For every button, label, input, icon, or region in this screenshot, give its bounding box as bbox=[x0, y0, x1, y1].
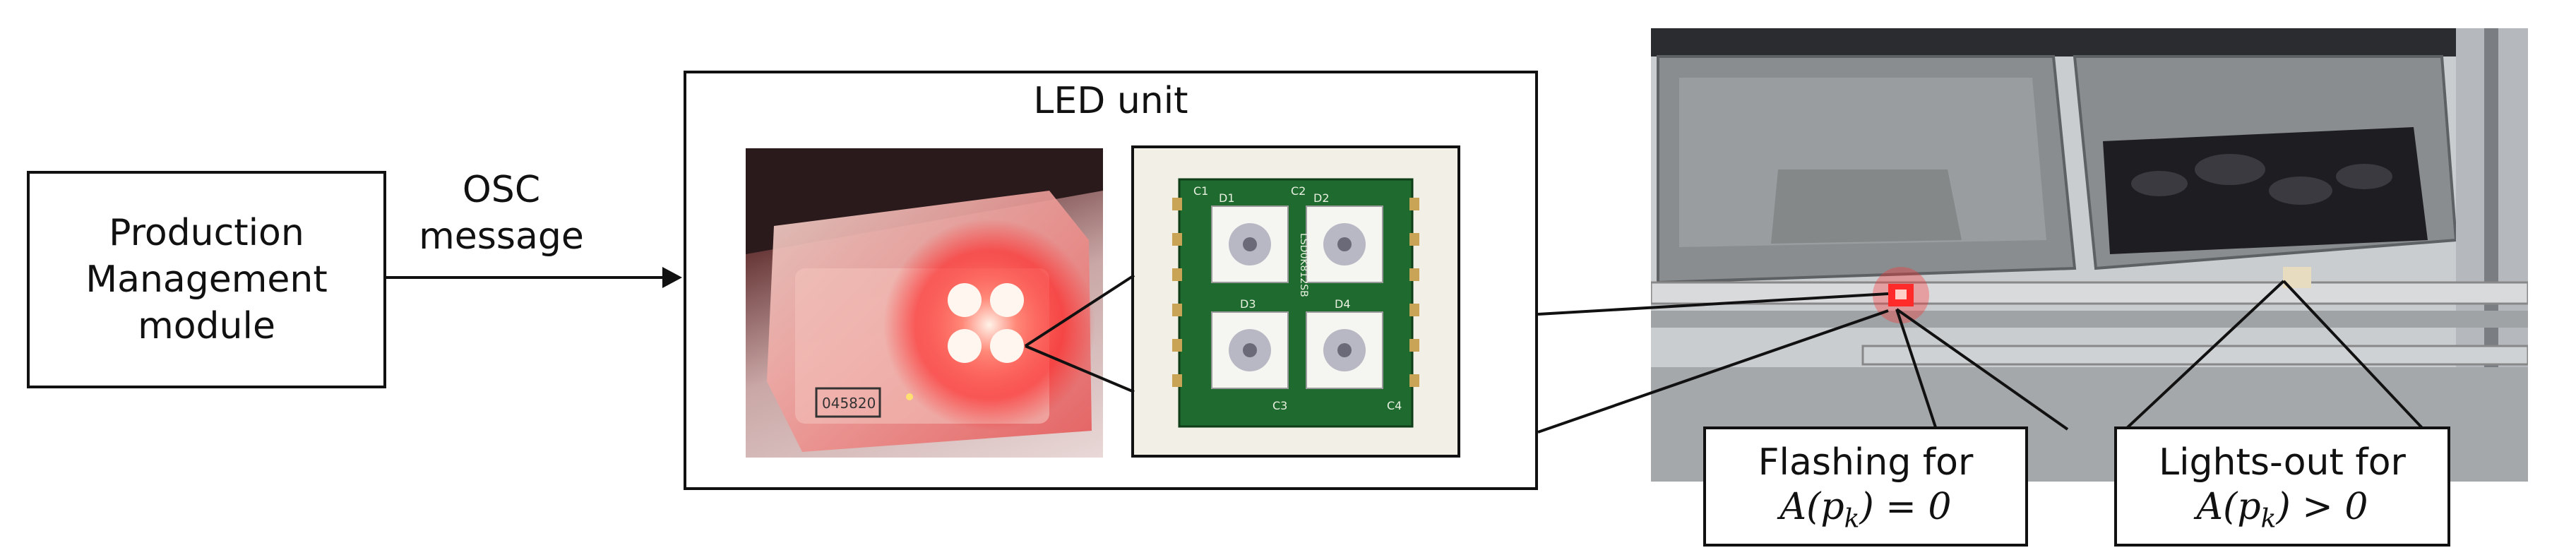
pcb-closeup-frame: D1 D2 D3 D4 C1 C2 C3 C4 LSD0K812SB bbox=[1131, 145, 1460, 458]
flashing-formula: A(pk) = 0 bbox=[1779, 486, 1952, 534]
lights-out-label: Lights-out for bbox=[2159, 441, 2406, 484]
led-device-photo: 045820 bbox=[746, 148, 1103, 458]
device-tag-text: 045820 bbox=[822, 395, 876, 412]
osc-line2: message bbox=[419, 215, 584, 258]
led-device-drawing: 045820 bbox=[746, 148, 1103, 452]
callout-flashing: Flashing for A(pk) = 0 bbox=[1703, 426, 2028, 547]
flashing-label: Flashing for bbox=[1758, 441, 1974, 484]
osc-line1: OSC bbox=[462, 169, 541, 211]
pm-line2: Management bbox=[85, 258, 328, 301]
pcb-drawing: D1 D2 D3 D4 C1 C2 C3 C4 LSD0K812SB bbox=[1172, 178, 1419, 428]
pm-line3: module bbox=[138, 305, 275, 347]
pcb-led-d4: D4 bbox=[1335, 297, 1351, 311]
pcb-board-text: LSD0K812SB bbox=[1298, 233, 1309, 297]
pcb-led-d3: D3 bbox=[1240, 297, 1256, 311]
pcb-cap-c3: C3 bbox=[1272, 399, 1287, 412]
lights-out-formula: A(pk) > 0 bbox=[2196, 486, 2368, 534]
pcb-led-d2: D2 bbox=[1313, 191, 1330, 205]
led-unit-title: LED unit bbox=[1033, 80, 1188, 122]
production-management-module-box: Production Management module bbox=[27, 171, 386, 388]
callout-lights-out: Lights-out for A(pk) > 0 bbox=[2114, 426, 2450, 547]
pcb-cap-c4: C4 bbox=[1387, 399, 1402, 412]
pcb-cap-c2: C2 bbox=[1291, 184, 1306, 198]
pcb-led-group bbox=[1211, 205, 1383, 389]
osc-message-label: OSC message bbox=[395, 164, 607, 263]
pm-line1: Production bbox=[109, 212, 304, 254]
pcb-led-d1: D1 bbox=[1219, 191, 1235, 205]
pcb-cap-c1: C1 bbox=[1193, 184, 1208, 198]
